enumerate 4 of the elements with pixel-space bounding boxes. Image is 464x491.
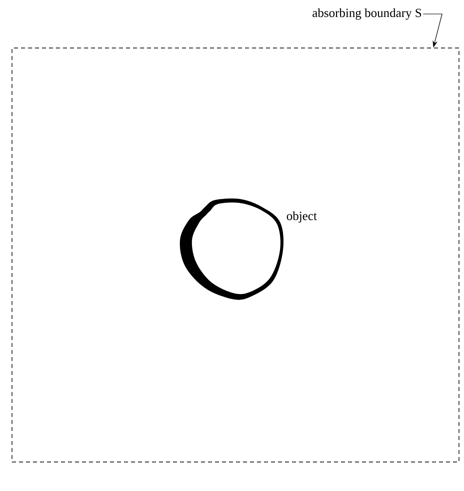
absorbing-boundary-box [12, 48, 460, 462]
boundary-label: absorbing boundary S [312, 8, 422, 20]
object-drawing [180, 198, 284, 300]
object-label: object [286, 211, 317, 223]
